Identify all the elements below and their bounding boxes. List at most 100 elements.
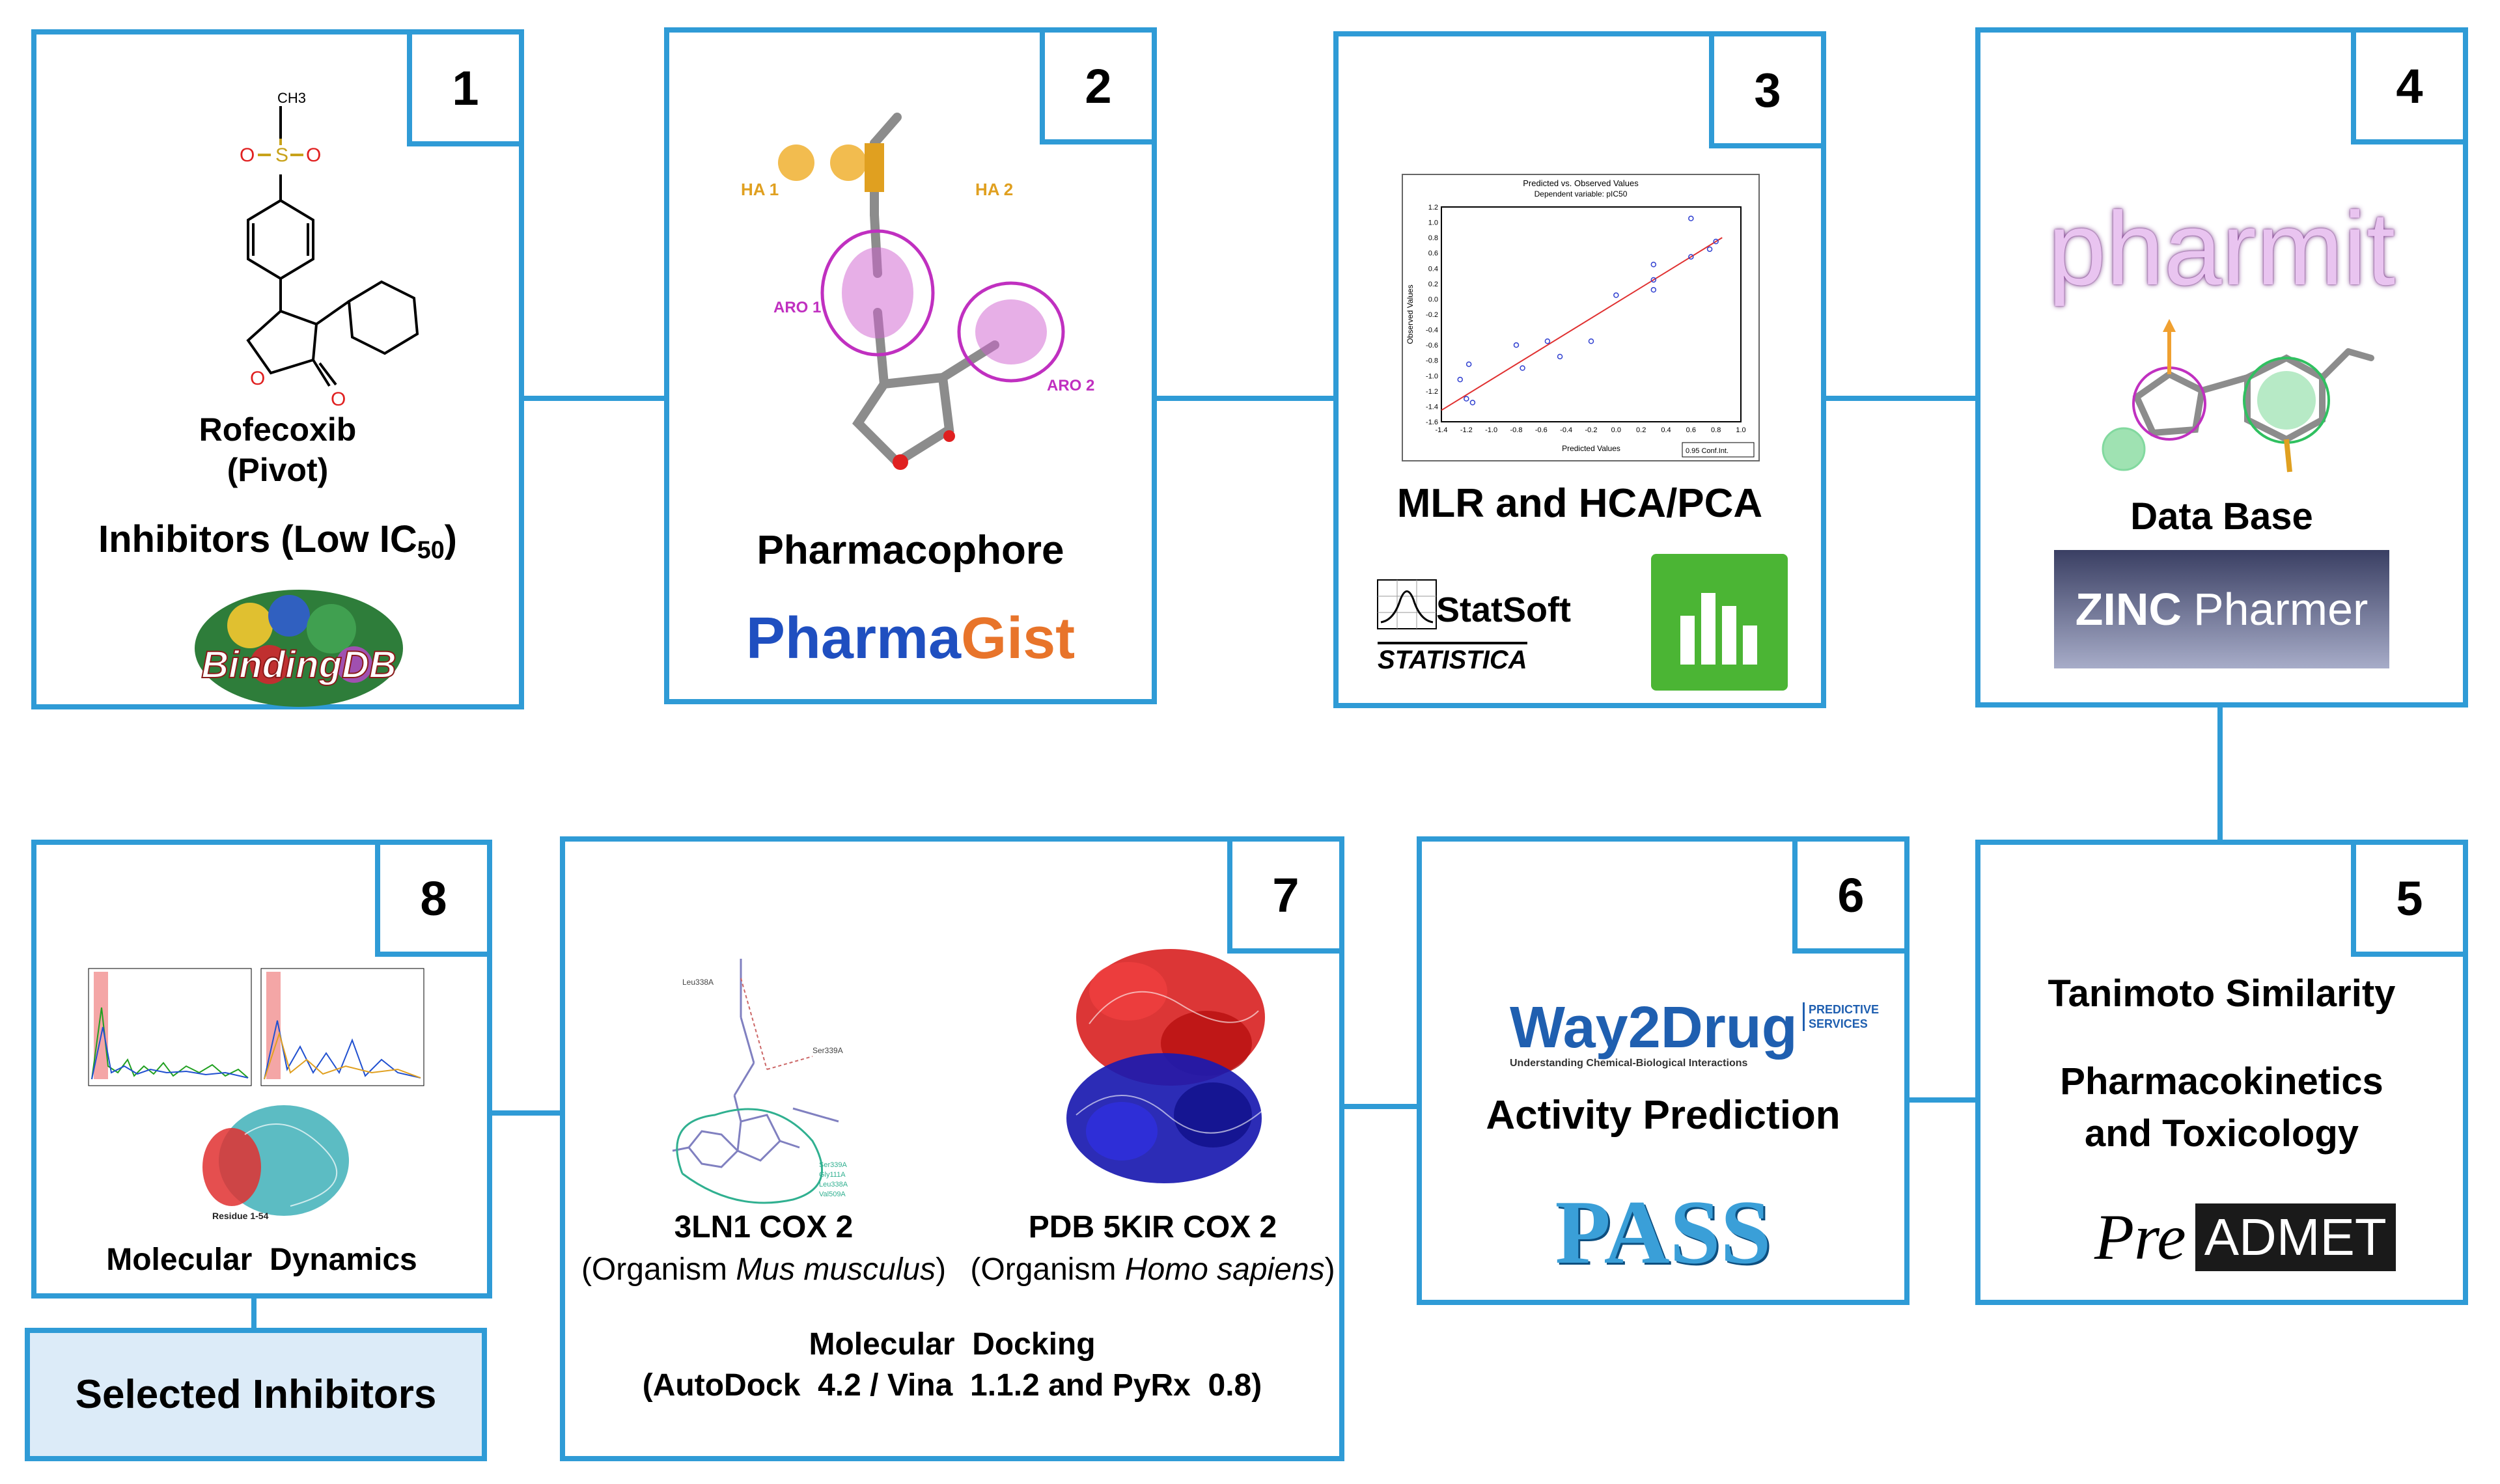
data-point — [1469, 400, 1476, 405]
pharmer-text: Pharmer — [2193, 584, 2368, 635]
step-number-1: 1 — [407, 29, 524, 146]
5kir-title: PDB 5KIR COX 2 — [1028, 1210, 1277, 1244]
connector-2-3 — [1156, 396, 1344, 401]
statsoft-text: StatSoft — [1436, 590, 1571, 629]
rmsf-plot-2 — [260, 968, 424, 1086]
svg-text:Gly111A: Gly111A — [819, 1171, 846, 1179]
step-2-box: 2 HA 1 HA 2 ARO 1 ARO 2 Pharmacophore Ph… — [664, 27, 1157, 704]
inhibitors-title: Inhibitors (Low IC50) — [98, 518, 457, 564]
svg-text:Ser339A: Ser339A — [819, 1161, 847, 1169]
step-number-4: 4 — [2351, 27, 2468, 144]
mlr-scatter-plot: Predicted vs. Observed Values Dependent … — [1402, 174, 1760, 461]
oxygen-label-2: O — [306, 144, 321, 166]
feature-label-ha2: HA 2 — [975, 180, 1013, 199]
data-point — [1465, 361, 1472, 367]
mlr-title: MLR and HCA/PCA — [1396, 481, 1763, 526]
x-tick-label: -1.4 — [1436, 426, 1448, 434]
pharmagist-pharma: Pharma — [745, 606, 962, 671]
docking-software: (AutoDock 4.2 / Vina 1.1.2 and PyRx 0.8) — [642, 1368, 1262, 1403]
y-tick-label: 0.6 — [1428, 250, 1438, 258]
x-tick-label: -0.2 — [1585, 426, 1598, 434]
step-3-box: 3 Predicted vs. Observed Values Dependen… — [1333, 31, 1826, 708]
toxicology-title: and Toxicology — [2084, 1112, 2359, 1155]
plot-conf-label: 0.95 Conf.Int. — [1686, 447, 1729, 455]
y-tick-label: -0.6 — [1426, 342, 1438, 350]
5kir-organism: (Organism Homo sapiens) — [970, 1252, 1335, 1287]
data-point — [1544, 338, 1551, 344]
statistica-text: STATISTICA — [1378, 642, 1527, 675]
y-tick-label: -1.2 — [1426, 388, 1438, 396]
y-tick-label: 0.0 — [1428, 295, 1438, 303]
bindingdb-logo: BindingDB — [195, 590, 403, 707]
step-5-box: 5 Tanimoto Similarity Pharmacokinetics a… — [1975, 840, 2468, 1305]
data-point — [1688, 254, 1694, 260]
plot-ylabel: Observed Values — [1406, 284, 1415, 344]
feature-label-aro1: ARO 1 — [773, 299, 821, 316]
x-tick-label: 1.0 — [1736, 426, 1745, 434]
step-number-2: 2 — [1040, 27, 1157, 144]
oxygen-label-4: O — [331, 389, 346, 410]
y-tick-label: -0.4 — [1426, 327, 1438, 335]
y-tick-label: -0.2 — [1426, 311, 1438, 319]
plot-title: Predicted vs. Observed Values — [1523, 178, 1639, 188]
x-tick-label: -1.0 — [1485, 426, 1497, 434]
tanimoto-title: Tanimoto Similarity — [2048, 972, 2396, 1015]
y-tick-label: 0.4 — [1428, 265, 1438, 273]
pharmacokinetics-title: Pharmacokinetics — [2060, 1060, 2383, 1103]
zinc-text: ZINC — [2075, 584, 2182, 635]
molecular-docking-title: Molecular Docking — [809, 1327, 1096, 1362]
pharmagist-logo: PharmaGist — [669, 605, 1152, 672]
y-tick-label: -1.0 — [1426, 372, 1438, 380]
connector-1-2 — [524, 396, 664, 401]
y-tick-label: 1.0 — [1428, 219, 1438, 227]
y-tick-label: 1.2 — [1428, 204, 1438, 212]
step-number-5: 5 — [2351, 840, 2468, 957]
way2drug-text: Way2Drug — [1510, 995, 1798, 1060]
regression-line — [1441, 237, 1723, 411]
y-tick-label: -0.8 — [1426, 357, 1438, 365]
data-point — [1713, 238, 1719, 245]
connector-4-5 — [2217, 703, 2223, 843]
y-tick-label: 0.8 — [1428, 234, 1438, 242]
plot-xlabel: Predicted Values — [1562, 444, 1620, 453]
feature-label-aro2: ARO 2 — [1047, 377, 1094, 394]
svg-text:Val509A: Val509A — [819, 1190, 846, 1198]
connector-7-8 — [486, 1110, 562, 1116]
step-number-8: 8 — [375, 840, 492, 957]
3ln1-title: 3LN1 COX 2 — [674, 1210, 854, 1244]
data-point — [1650, 262, 1657, 268]
data-point — [1706, 246, 1713, 253]
x-tick-label: -0.6 — [1535, 426, 1548, 434]
step-number-6: 6 — [1792, 836, 1910, 954]
selected-inhibitors-box: Selected Inhibitors — [25, 1328, 487, 1461]
rofecoxib-structure: CH3 S O O O O — [240, 90, 419, 410]
step-number-7: 7 — [1227, 836, 1344, 954]
cox2-protein-structure — [1066, 949, 1266, 1183]
plot-subtitle: Dependent variable: pIC50 — [1535, 189, 1628, 199]
connector-8-selected — [251, 1295, 257, 1332]
3ln1-organism: (Organism Mus musculus) — [581, 1252, 947, 1287]
x-tick-label: -0.8 — [1510, 426, 1523, 434]
pharmacophore-title: Pharmacophore — [757, 528, 1064, 573]
feature-label-ha1: HA 1 — [741, 180, 779, 199]
pharmit-query-molecule — [2102, 319, 2374, 473]
y-tick-label: -1.4 — [1426, 403, 1438, 411]
x-tick-label: -0.4 — [1560, 426, 1572, 434]
svg-text:Ser339A: Ser339A — [812, 1046, 843, 1055]
connector-5-6 — [1905, 1097, 1982, 1103]
step-7-box: 7 Leu338A Ser339A Ser339A Gly111A Leu338… — [560, 836, 1344, 1461]
dynamics-protein-complex: Residue 1-54 — [202, 1105, 349, 1221]
sulfur-label: S — [275, 144, 288, 166]
pharmagist-gist: Gist — [961, 606, 1076, 671]
step-8-box: 8 Residue 1-54 Molecular Dynamics — [31, 840, 492, 1298]
pre-text: Pre — [2094, 1201, 2186, 1273]
x-tick-label: 0.4 — [1661, 426, 1671, 434]
x-tick-label: 0.6 — [1686, 426, 1696, 434]
preadmet-logo: Pre ADMET — [2094, 1200, 2396, 1274]
y-tick-label: 0.2 — [1428, 281, 1438, 288]
